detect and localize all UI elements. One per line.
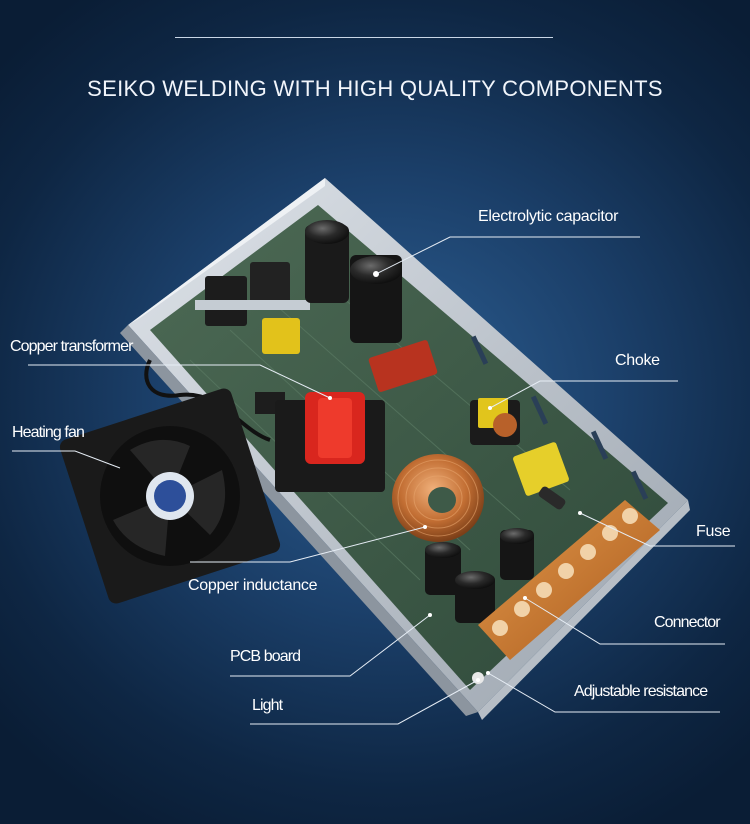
top-divider-line (175, 37, 553, 38)
copper-transformer (275, 392, 385, 492)
fuse-component (538, 486, 566, 510)
electrolytic-capacitors (305, 220, 402, 343)
label-fuse: Fuse (696, 523, 731, 540)
leader-lines (12, 236, 735, 725)
heatsink (195, 262, 310, 326)
film-capacitor (368, 340, 438, 392)
fan-wire (144, 359, 271, 442)
label-pcb-board: PCB board (230, 648, 301, 665)
yellow-capacitor (513, 442, 569, 496)
terminal-block-connector (478, 500, 660, 660)
label-adjustable-resistance: Adjustable resistance (574, 683, 708, 700)
label-electrolytic-capacitor: Electrolytic capacitor (478, 208, 619, 225)
yellow-coil (262, 318, 300, 354)
label-choke: Choke (615, 352, 660, 369)
label-light: Light (252, 697, 283, 714)
copper-inductance-toroid (392, 454, 484, 542)
heating-fan (59, 388, 281, 604)
label-copper-transformer: Copper transformer (10, 338, 133, 355)
choke-component (470, 398, 520, 445)
label-connector: Connector (654, 614, 721, 631)
label-copper-inductance: Copper inductance (188, 577, 318, 594)
label-heating-fan: Heating fan (12, 424, 85, 441)
page-title: SEIKO WELDING WITH HIGH QUALITY COMPONEN… (87, 76, 663, 101)
output-capacitors (425, 528, 534, 623)
